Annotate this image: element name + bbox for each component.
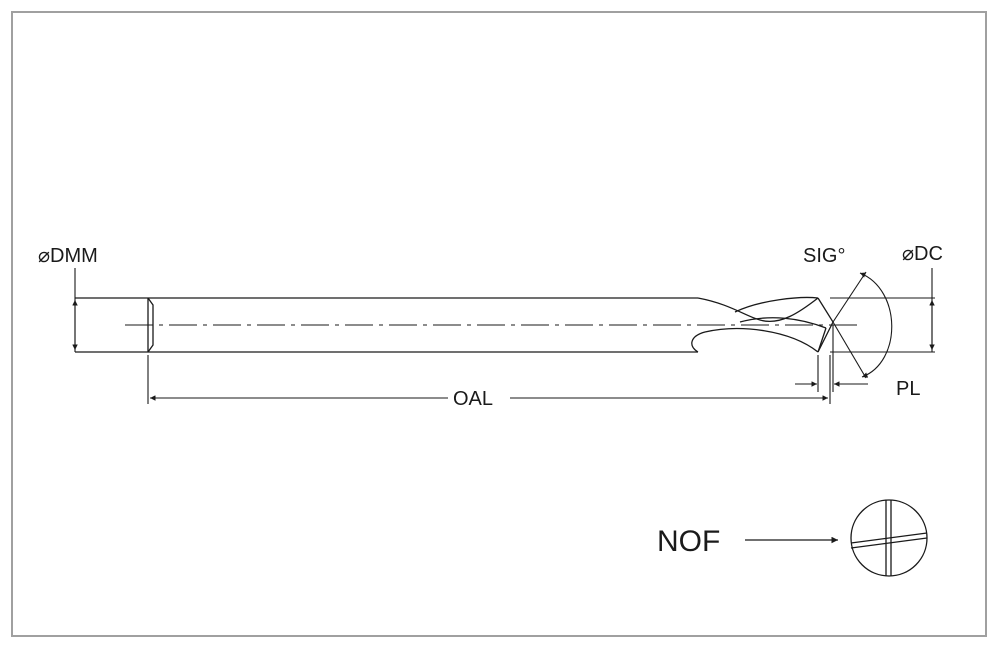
dc-label: ⌀DC (902, 243, 943, 265)
drawing-frame (11, 11, 987, 637)
flute-helix-1 (734, 296, 819, 313)
dmm-label: ⌀DMM (38, 245, 98, 267)
pl-label: PL (896, 378, 920, 400)
flute-top-curve (697, 297, 819, 322)
sig-label: SIG° (803, 245, 845, 267)
flute-helix-2 (691, 328, 819, 353)
drill-body (75, 296, 834, 353)
oal-label: OAL (453, 388, 493, 410)
flute-cross-section (850, 499, 928, 577)
dc-dimension (830, 268, 935, 353)
oal-dimension (147, 355, 831, 404)
sig-angle-dimension (832, 271, 893, 379)
nof-label: NOF (657, 525, 720, 558)
drill-point-inner (817, 327, 827, 353)
pl-dimension (795, 325, 868, 392)
flute-helix-3 (739, 317, 827, 329)
